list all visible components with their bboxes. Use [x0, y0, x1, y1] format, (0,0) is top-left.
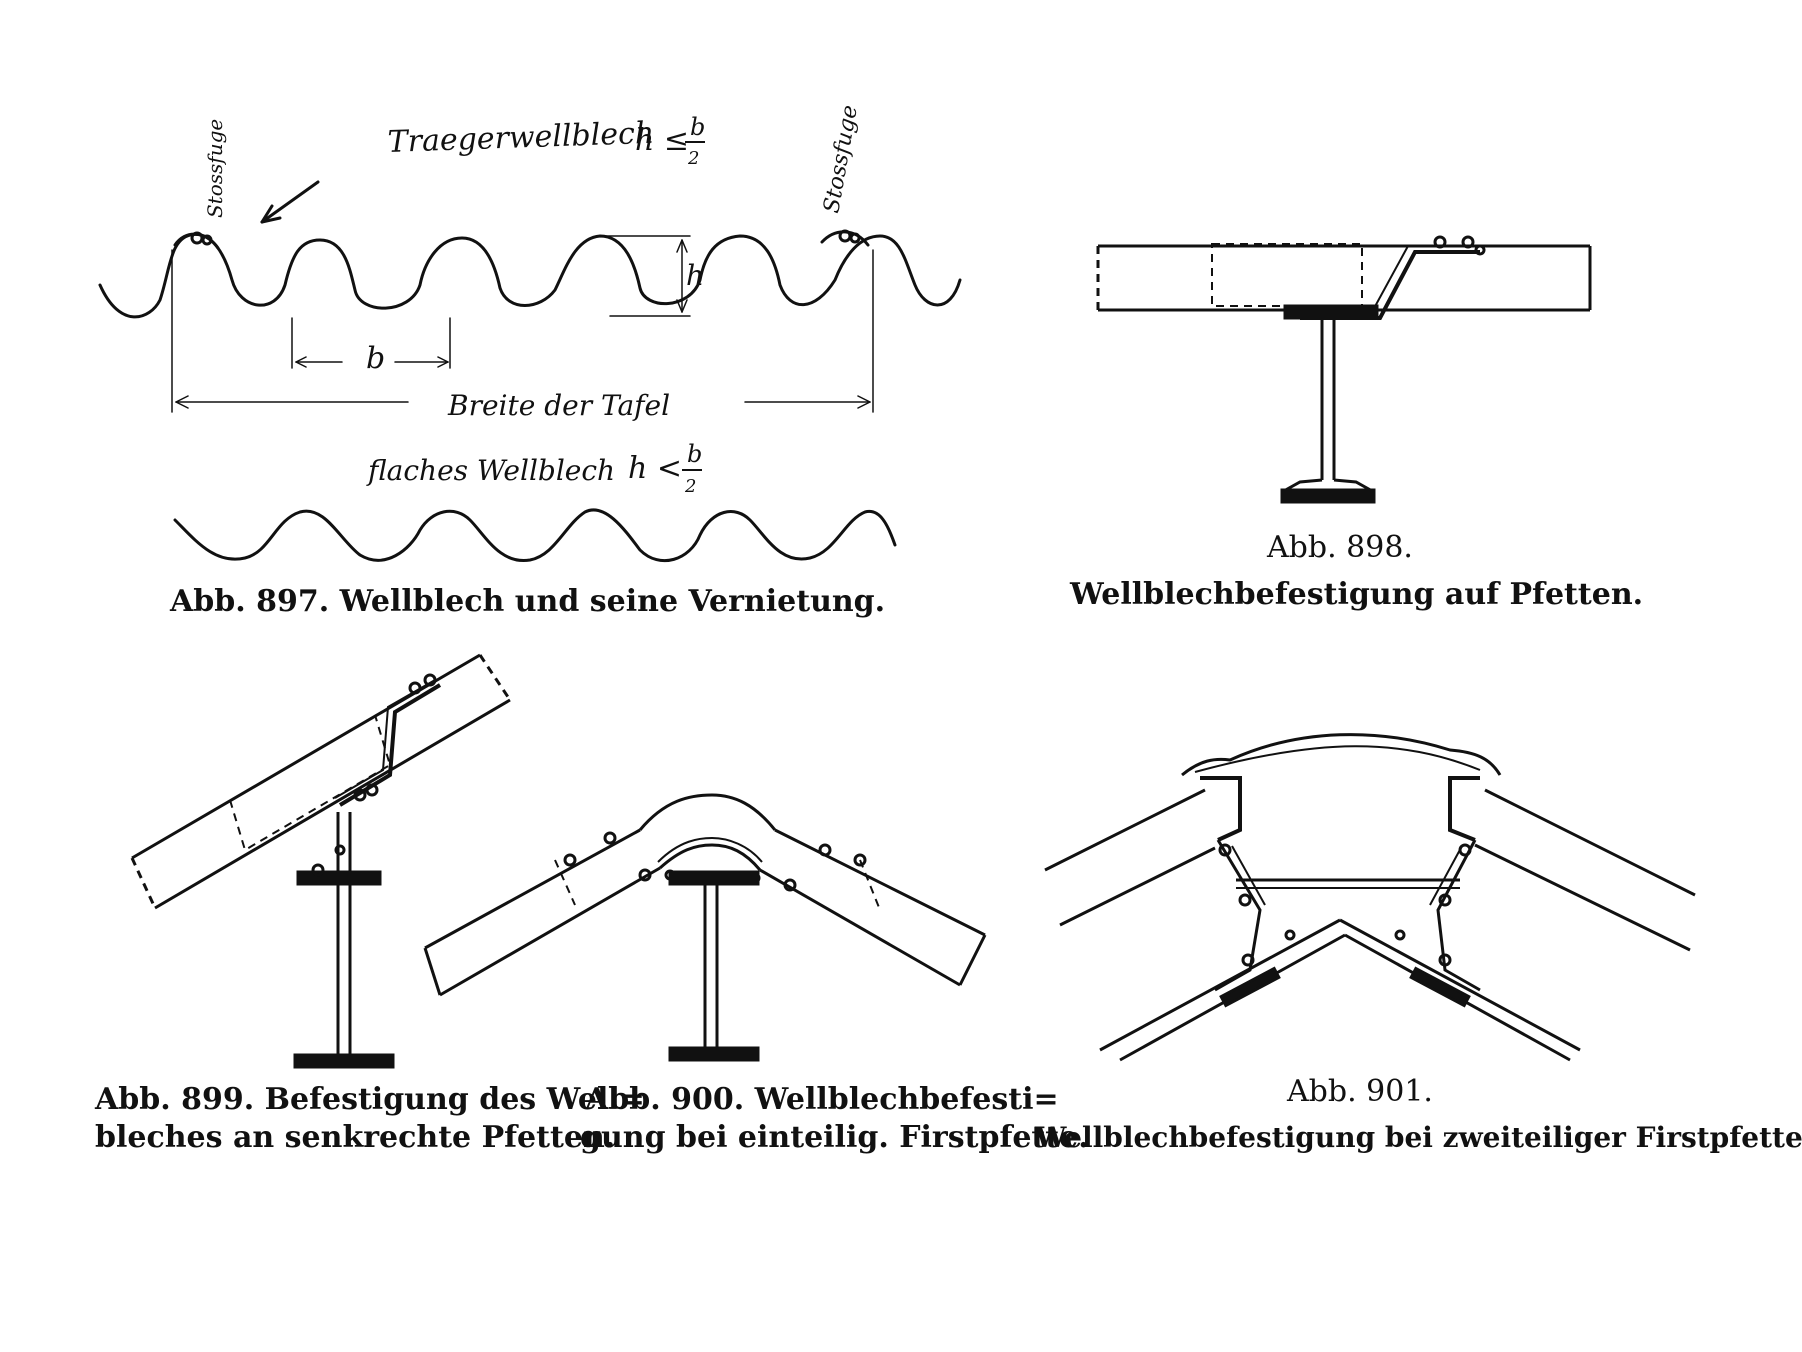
caption-899-line2: bleches an senkrechte Pfetten. [95, 1120, 616, 1155]
caption-901-line2: Wellblechbefestigung bei zweiteiliger Fi… [1035, 1121, 1802, 1154]
stossfuge-left: Stossfuge [203, 119, 227, 218]
formula-top-h: h ≤ [635, 123, 689, 158]
dim-b-label: b [366, 341, 385, 376]
label-flaches-wellblech: flaches Wellblech [366, 454, 615, 487]
dim-h-label: h [686, 259, 704, 292]
formula-top-den: 2 [687, 148, 699, 169]
formula-bottom-den: 2 [684, 476, 696, 497]
caption-898-line1: Abb. 898. [1267, 530, 1413, 565]
dim-width-label: Breite der Tafel [447, 389, 670, 422]
formula-bottom-h: h < [628, 451, 682, 486]
caption-898-line2: Wellblechbefestigung auf Pfetten. [1070, 577, 1644, 612]
formula-bottom-num: b [687, 440, 702, 468]
caption-900-line1: Abb. 900. Wellblechbefesti= [585, 1082, 1059, 1117]
corrugated-sheet-upper [98, 232, 962, 319]
corrugated-sheet-lower [173, 508, 897, 563]
caption-901-line1: Abb. 901. [1287, 1074, 1433, 1109]
formula-top-num: b [690, 113, 705, 141]
caption-899-line1: Abb. 899. Befestigung des Well= [95, 1082, 645, 1117]
caption-897: Abb. 897. Wellblech und seine Vernietung… [170, 584, 886, 619]
pointer-arrow [260, 180, 320, 224]
